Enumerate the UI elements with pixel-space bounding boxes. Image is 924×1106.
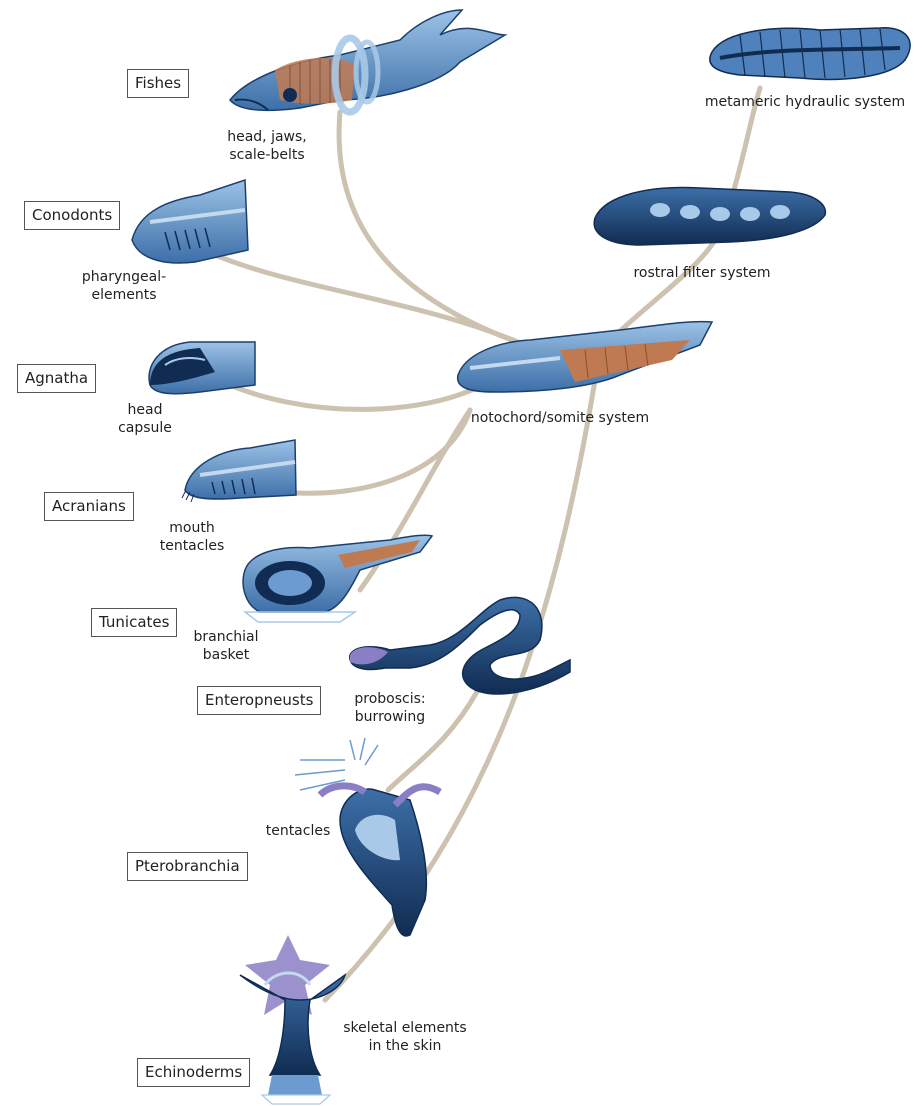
acranian-illustration bbox=[182, 440, 296, 502]
feature-conodonts-line2: elements bbox=[74, 286, 174, 304]
feature-rostral: rostral filter system bbox=[622, 264, 782, 282]
feature-metameric: metameric hydraulic system bbox=[694, 93, 916, 111]
taxon-echinoderms: Echinoderms bbox=[137, 1058, 250, 1087]
feature-pterobranchia: tentacles bbox=[258, 822, 338, 840]
rostral-filter-illustration bbox=[594, 187, 825, 245]
taxon-conodonts: Conodonts bbox=[24, 201, 120, 230]
feature-tunicates: branchial basket bbox=[186, 628, 266, 664]
feature-acranians-line1: mouth bbox=[152, 519, 232, 537]
feature-notochord: notochord/somite system bbox=[460, 409, 660, 427]
fish-illustration bbox=[230, 10, 505, 112]
taxon-tunicates: Tunicates bbox=[91, 608, 177, 637]
feature-echinoderms-line1: skeletal elements bbox=[330, 1019, 480, 1037]
taxon-pterobranchia: Pterobranchia bbox=[127, 852, 248, 881]
branch-conodonts bbox=[215, 255, 525, 345]
feature-echinoderms-line2: in the skin bbox=[330, 1037, 480, 1055]
feature-tunicates-line2: basket bbox=[186, 646, 266, 664]
feature-agnatha-line2: capsule bbox=[115, 419, 175, 437]
feature-acranians-line2: tentacles bbox=[152, 537, 232, 555]
taxon-acranians: Acranians bbox=[44, 492, 134, 521]
metameric-illustration bbox=[710, 28, 910, 80]
feature-enteropneusts-line2: burrowing bbox=[342, 708, 438, 726]
feature-agnatha-line1: head bbox=[115, 401, 175, 419]
feature-tunicates-line1: branchial bbox=[186, 628, 266, 646]
feature-conodonts: pharyngeal- elements bbox=[74, 268, 174, 304]
feature-conodonts-line1: pharyngeal- bbox=[74, 268, 174, 286]
taxon-fishes: Fishes bbox=[127, 69, 189, 98]
branch-fishes bbox=[339, 112, 525, 345]
conodont-illustration bbox=[132, 180, 248, 263]
feature-fishes-line2: scale-belts bbox=[222, 146, 312, 164]
tunicate-illustration bbox=[243, 535, 432, 622]
agnatha-illustration bbox=[149, 342, 255, 394]
taxon-enteropneusts: Enteropneusts bbox=[197, 686, 321, 715]
feature-agnatha: head capsule bbox=[115, 401, 175, 437]
feature-enteropneusts: proboscis: burrowing bbox=[342, 690, 438, 726]
feature-acranians: mouth tentacles bbox=[152, 519, 232, 555]
feature-echinoderms: skeletal elements in the skin bbox=[330, 1019, 480, 1055]
feature-enteropneusts-line1: proboscis: bbox=[342, 690, 438, 708]
taxon-agnatha: Agnatha bbox=[17, 364, 96, 393]
enteropneust-illustration bbox=[350, 597, 570, 694]
feature-fishes-line1: head, jaws, bbox=[222, 128, 312, 146]
feature-fishes: head, jaws, scale-belts bbox=[222, 128, 312, 164]
